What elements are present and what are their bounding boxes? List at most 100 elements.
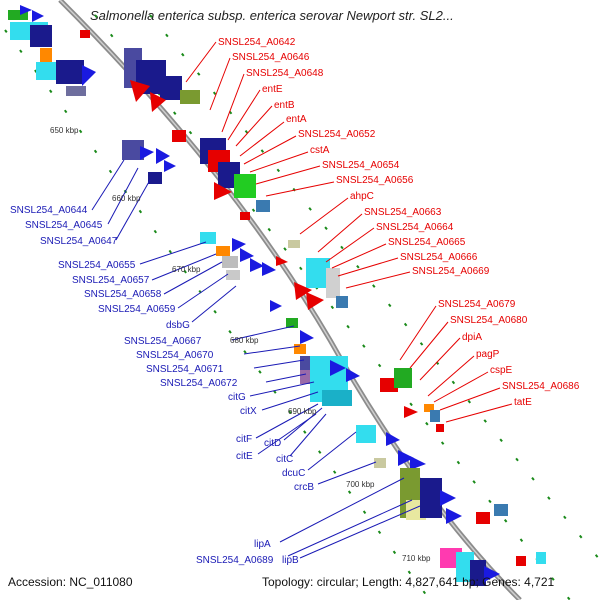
gene-arrow: [404, 406, 418, 418]
inner-genes: [8, 5, 500, 586]
gene-block: [122, 140, 144, 160]
gene-label[interactable]: SNSL254_A0659: [98, 304, 176, 315]
gene-label[interactable]: SNSL254_A0680: [450, 315, 528, 326]
leader-line: [289, 413, 327, 457]
leader-line: [243, 345, 301, 355]
gene-label[interactable]: SNSL254_A0679: [438, 299, 516, 310]
gene-arrow: [276, 256, 288, 266]
gene-label[interactable]: SNSL254_A0647: [40, 236, 118, 247]
gene-label[interactable]: entE: [262, 84, 283, 95]
gene-label[interactable]: lipA: [254, 539, 271, 550]
gene-arrow: [140, 146, 154, 160]
gene-label[interactable]: SNSL254_A0648: [246, 68, 324, 79]
gene-label[interactable]: SNSL254_A0642: [218, 37, 296, 48]
gene-block: [200, 232, 216, 244]
leader-line: [249, 381, 315, 397]
gene-block: [56, 60, 84, 84]
gene-label[interactable]: dcuC: [282, 468, 305, 479]
gene-label[interactable]: SNSL254_A0665: [388, 237, 466, 248]
gene-label[interactable]: dsbG: [166, 320, 190, 331]
gene-arrow: [240, 248, 254, 262]
leader-line: [185, 41, 217, 83]
gene-label[interactable]: SNSL254_A0645: [25, 220, 103, 231]
gene-label[interactable]: SNSL254_A0669: [412, 266, 490, 277]
gene-block: [234, 174, 256, 198]
gene-arrow: [294, 282, 312, 300]
gene-label[interactable]: citX: [240, 406, 257, 417]
leader-line: [221, 73, 245, 133]
gene-label[interactable]: citE: [236, 451, 253, 462]
gene-arrow: [214, 182, 232, 200]
leader-line: [115, 179, 151, 241]
leader-line: [253, 359, 305, 369]
gene-block: [36, 62, 56, 80]
gene-block: [322, 390, 352, 406]
leader-line: [325, 227, 375, 263]
track-line: [94, 14, 571, 600]
gene-label[interactable]: cspE: [490, 365, 513, 376]
leader-line: [439, 387, 501, 411]
leader-line: [265, 181, 335, 197]
gene-block: [222, 256, 238, 268]
gene-block: [494, 504, 508, 516]
gene-label[interactable]: SNSL254_A0670: [136, 350, 214, 361]
gene-block: [356, 425, 376, 443]
leader-line: [151, 253, 217, 281]
gene-arrow: [270, 300, 282, 312]
gene-label[interactable]: SNSL254_A0666: [400, 252, 478, 263]
accession-label: Accession: NC_011080: [8, 575, 133, 589]
gene-label[interactable]: SNSL254_A0663: [364, 207, 442, 218]
gene-label[interactable]: SNSL254_A0664: [376, 222, 454, 233]
gene-label[interactable]: citD: [264, 438, 281, 449]
gene-block: [380, 378, 398, 392]
gene-label[interactable]: SNSL254_A0655: [58, 260, 136, 271]
gene-arrow: [156, 148, 170, 164]
gene-label[interactable]: SNSL254_A0689: [196, 555, 274, 566]
gene-arrow: [262, 262, 276, 276]
leader-line: [257, 413, 317, 455]
gene-label[interactable]: SNSL254_A0657: [72, 275, 150, 286]
gene-label[interactable]: cstA: [310, 145, 330, 156]
gene-block: [180, 90, 200, 104]
gene-arrow: [250, 258, 264, 272]
gene-label[interactable]: dpiA: [462, 332, 482, 343]
gene-label[interactable]: entB: [274, 100, 295, 111]
gene-label[interactable]: entA: [286, 114, 307, 125]
leader-line: [227, 89, 261, 141]
gene-label[interactable]: SNSL254_A0686: [502, 381, 580, 392]
gene-label[interactable]: pagP: [476, 349, 500, 360]
gene-label[interactable]: SNSL254_A0644: [10, 205, 88, 216]
gene-label[interactable]: lipB: [282, 555, 299, 566]
gene-block: [394, 368, 412, 388]
leader-line: [209, 57, 231, 111]
gene-label[interactable]: crcB: [294, 482, 314, 493]
leader-line: [307, 431, 357, 471]
gene-label[interactable]: SNSL254_A0654: [322, 160, 400, 171]
gene-label[interactable]: citG: [228, 392, 246, 403]
gene-label[interactable]: SNSL254_A0667: [124, 336, 202, 347]
gene-label[interactable]: tatE: [514, 397, 532, 408]
gene-label[interactable]: SNSL254_A0646: [232, 52, 310, 63]
blue-label-leaders: [91, 159, 421, 559]
gene-label[interactable]: SNSL254_A0672: [160, 378, 238, 389]
gene-arrow: [150, 92, 166, 112]
gene-label[interactable]: SNSL254_A0656: [336, 175, 414, 186]
gene-label[interactable]: citF: [236, 434, 252, 445]
gene-block: [288, 240, 300, 248]
gene-block: [226, 270, 240, 280]
red-gene-labels: SNSL254_A0642 SNSL254_A0646 SNSL254_A064…: [218, 37, 580, 408]
gene-label[interactable]: ahpC: [350, 191, 374, 202]
gene-label[interactable]: SNSL254_A0658: [84, 289, 162, 300]
gene-label[interactable]: citC: [276, 454, 293, 465]
kbp-label: 680 kbp: [230, 336, 259, 345]
leader-line: [445, 403, 513, 423]
gene-block: [286, 318, 298, 328]
kbp-label: 700 kbp: [346, 480, 375, 489]
gene-label[interactable]: SNSL254_A0652: [298, 129, 376, 140]
gene-label[interactable]: SNSL254_A0671: [146, 364, 224, 375]
leader-line: [243, 135, 297, 165]
gene-arrow: [346, 368, 360, 382]
leader-line: [191, 285, 237, 323]
blue-gene-labels: SNSL254_A0644 SNSL254_A0645 SNSL254_A064…: [10, 205, 314, 566]
